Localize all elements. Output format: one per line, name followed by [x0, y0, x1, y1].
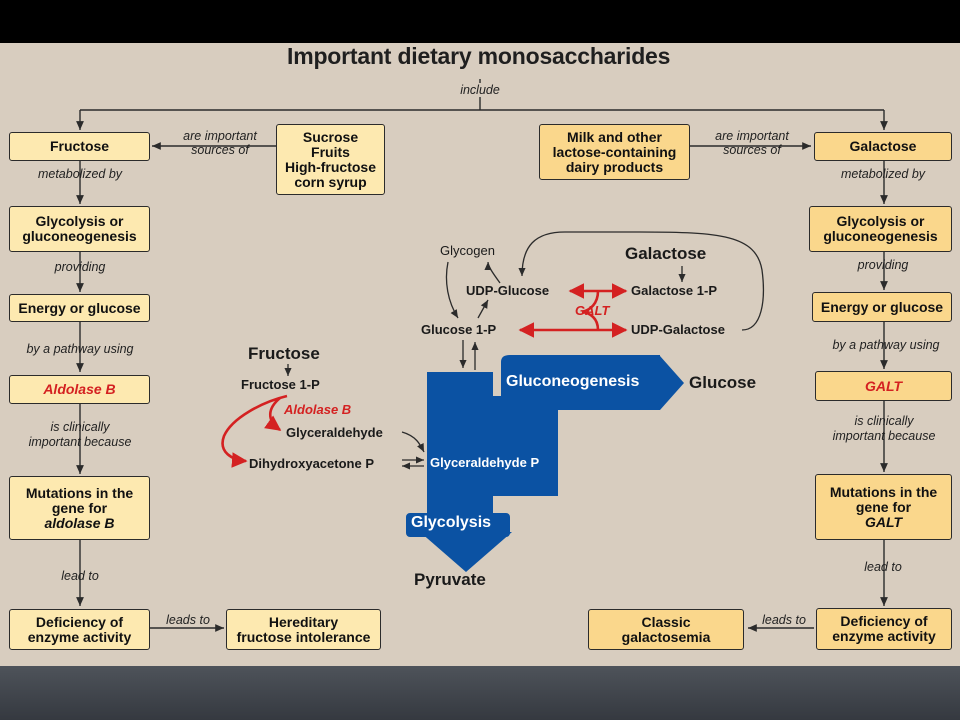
energy-box-left: Energy or glucose [9, 294, 150, 322]
udp-galactose-label: UDP-Galactose [631, 322, 725, 337]
galactose-box: Galactose [814, 132, 952, 161]
fructose-1p-label: Fructose 1-P [241, 377, 320, 392]
mutations-line: gene for [51, 499, 108, 516]
clinically-label-left: is clinically important because [15, 420, 145, 450]
deficiency-line: enzyme activity [27, 628, 132, 645]
providing-label-right: providing [857, 258, 909, 272]
by-a-pathway-label-left: by a pathway using [26, 342, 134, 356]
deficiency-line: Deficiency of [35, 613, 124, 630]
outcome-line: Hereditary [268, 613, 339, 630]
by-a-pathway-label-right: by a pathway using [832, 338, 940, 352]
deficiency-box-left: Deficiency of enzyme activity [9, 609, 150, 650]
mutations-line: Mutations in the [25, 484, 134, 501]
glucose-1p-label: Glucose 1-P [421, 322, 497, 337]
fructose-sources-box: Sucrose Fruits High-fructose corn syrup [276, 124, 385, 195]
galactose-1p-label: Galactose 1-P [631, 283, 717, 298]
galactose-label: Galactose [849, 138, 917, 154]
mutations-gene: aldolase B [44, 514, 115, 531]
mutations-line: gene for [855, 498, 912, 515]
galt-enzyme-label: GALT [575, 303, 610, 318]
mutations-box-left: Mutations in the gene for aldolase B [9, 476, 150, 540]
sources-of-text: sources of [191, 143, 249, 157]
glucose-label: Glucose [689, 373, 757, 392]
glycolysis-line: Glycolysis or [836, 213, 925, 229]
classic-galactosemia-box: Classic galactosemia [588, 609, 744, 650]
galt-box: GALT [815, 371, 952, 401]
outcome-line: fructose intolerance [236, 628, 371, 645]
deficiency-line: enzyme activity [832, 628, 936, 644]
glyceraldehyde-label: Glyceraldehyde [286, 425, 383, 440]
energy-label: Energy or glucose [820, 298, 944, 315]
outcome-line: galactosemia [621, 628, 711, 645]
galt-label: GALT [864, 377, 903, 394]
leads-to-label-left: leads to [166, 613, 210, 627]
aldolase-b-enzyme-label: Aldolase B [284, 402, 352, 417]
lead-to-label-right: lead to [864, 560, 902, 574]
glycolysis-box-left: Glycolysis or gluconeogenesis [9, 206, 150, 252]
mutations-gene: GALT [864, 513, 903, 530]
are-important-label-right: are important sources of [702, 129, 802, 157]
mutations-box-right: Mutations in the gene for GALT [815, 474, 952, 540]
dairy-sources-box: Milk and other lactose-containing dairy … [539, 124, 690, 180]
metabolized-by-label-right: metabolized by [840, 167, 926, 181]
fructose-box: Fructose [9, 132, 150, 161]
dihydroxyacetone-p-label: Dihydroxyacetone P [249, 456, 374, 471]
leads-to-label-right: leads to [762, 613, 806, 627]
fructose-pathway-label: Fructose [248, 344, 320, 363]
source-item: Fruits [311, 143, 350, 160]
source-item: High-fructose [285, 158, 376, 175]
diagram-title: Important dietary monosaccharides [287, 43, 671, 69]
are-important-text: are important [183, 129, 257, 143]
metabolized-by-label-left: metabolized by [37, 167, 123, 181]
providing-label-left: providing [54, 260, 106, 274]
source-item: Sucrose [302, 128, 359, 145]
sources-of-text: sources of [723, 143, 781, 157]
source-item: Milk and other [567, 128, 662, 145]
energy-label: Energy or glucose [18, 299, 141, 316]
pyruvate-label: Pyruvate [414, 570, 486, 589]
glycolysis-box-right: Glycolysis or gluconeogenesis [809, 206, 952, 252]
clinically-line: is clinically [50, 420, 110, 434]
glycogen-label: Glycogen [440, 243, 495, 258]
fructose-label: Fructose [49, 138, 110, 154]
slide-footer-bar [0, 666, 960, 720]
aldolase-b-label: Aldolase B [43, 381, 116, 397]
are-important-text: are important [715, 129, 789, 143]
outcome-line: Classic [641, 613, 691, 630]
clinically-line: is clinically [854, 414, 914, 428]
glycolysis-label: Glycolysis [411, 514, 492, 531]
aldolase-b-box: Aldolase B [9, 375, 150, 404]
clinically-line: important because [28, 435, 132, 449]
glycolysis-line: gluconeogenesis [22, 228, 137, 244]
clinically-label-right: is clinically important because [819, 414, 949, 444]
deficiency-box-right: Deficiency of enzyme activity [816, 608, 952, 650]
glyceraldehyde-p-label: Glyceraldehyde P [430, 455, 540, 470]
mutations-line: Mutations in the [829, 483, 938, 500]
glycolysis-line: Glycolysis or [35, 213, 124, 229]
galactose-pathway-label: Galactose [625, 244, 707, 263]
udp-glucose-label: UDP-Glucose [466, 283, 550, 298]
hereditary-intolerance-box: Hereditary fructose intolerance [226, 609, 381, 650]
clinically-line: important because [832, 429, 936, 443]
deficiency-line: Deficiency of [840, 613, 928, 629]
source-item: corn syrup [294, 173, 367, 190]
are-important-label-left: are important sources of [170, 129, 270, 157]
gluconeogenesis-label: Gluconeogenesis [506, 373, 640, 390]
lead-to-label-left: lead to [61, 569, 99, 583]
glycolysis-line: gluconeogenesis [823, 228, 938, 244]
include-label: include [450, 83, 510, 97]
source-item: lactose-containing [552, 143, 677, 160]
energy-box-right: Energy or glucose [812, 292, 952, 322]
source-item: dairy products [565, 158, 664, 175]
